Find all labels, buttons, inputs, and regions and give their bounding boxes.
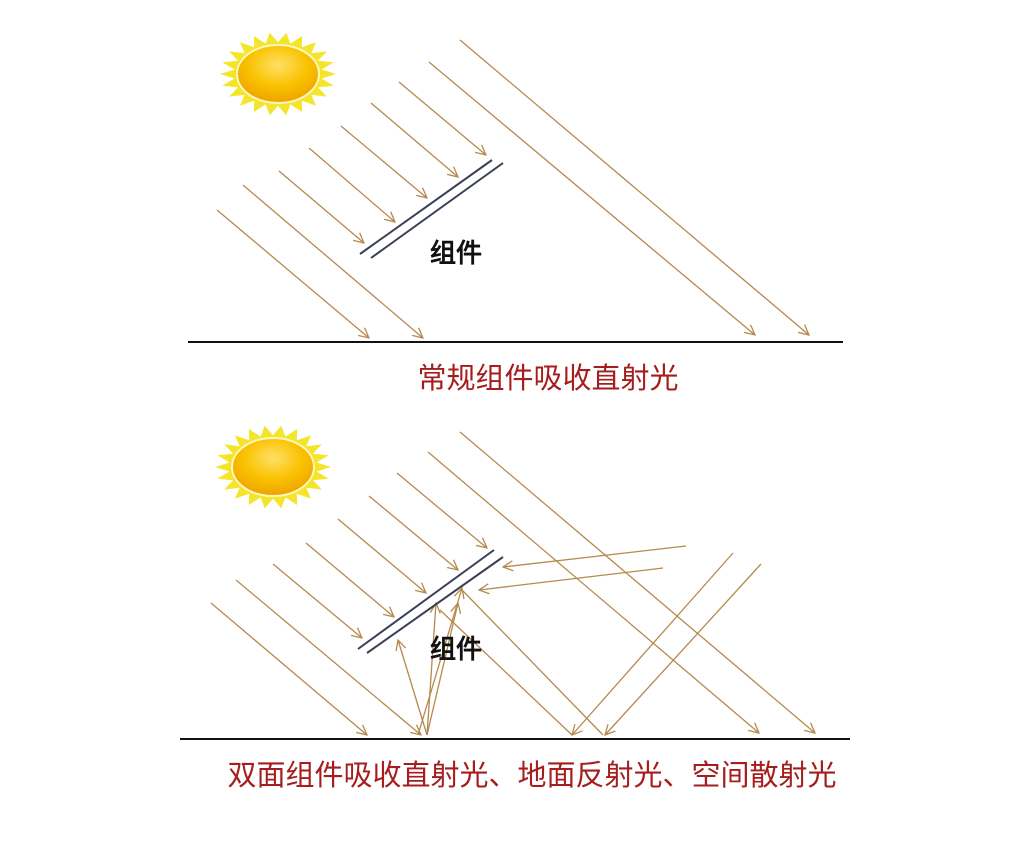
- light-ray-arrow: [426, 603, 458, 736]
- light-ray-arrow: [439, 609, 573, 736]
- sun-icon: [215, 425, 331, 509]
- light-ray-arrow: [396, 472, 487, 548]
- light-ray-arrow: [340, 125, 427, 198]
- module-back-surface: [370, 162, 504, 259]
- module-back-surface: [366, 556, 504, 654]
- light-ray-arrow: [426, 603, 436, 736]
- light-ray-arrow: [417, 588, 462, 736]
- light-ray-arrow: [572, 552, 734, 735]
- light-ray-arrow: [272, 563, 362, 638]
- light-ray-arrow: [503, 545, 687, 567]
- module-front-surface: [359, 159, 493, 255]
- light-ray-arrow: [242, 184, 423, 338]
- light-ray-arrow: [308, 147, 395, 222]
- light-ray-arrow: [427, 451, 759, 733]
- top-diagram: 组件 常规组件吸收直射光: [188, 32, 843, 395]
- light-ray-arrow: [459, 431, 815, 733]
- module-label: 组件: [430, 634, 482, 665]
- light-ray-arrow: [479, 567, 664, 590]
- caption: 双面组件吸收直射光、地面反射光、空间散射光: [227, 758, 836, 792]
- light-ray-arrow: [305, 542, 394, 617]
- sun-icon: [220, 32, 336, 116]
- light-ray-arrow: [278, 170, 364, 243]
- light-ray-arrow: [428, 61, 755, 335]
- light-ray-arrow: [337, 518, 426, 593]
- light-ray-arrow: [368, 495, 458, 570]
- sun-core: [231, 437, 315, 497]
- light-ray-arrow: [605, 563, 762, 735]
- light-ray-arrow: [370, 102, 458, 177]
- caption: 常规组件吸收直射光: [417, 361, 678, 395]
- direct-rays: [216, 39, 809, 338]
- direct-rays: [210, 431, 815, 735]
- light-ray-arrow: [461, 589, 604, 736]
- light-ray-arrow: [235, 579, 421, 735]
- light-ray-arrow: [216, 209, 369, 338]
- bottom-diagram: 组件 双面组件吸收直射光、地面反射光、空间散射光: [180, 425, 850, 792]
- sun-core: [236, 44, 320, 104]
- light-ray-arrow: [459, 39, 809, 335]
- light-ray-arrow: [210, 602, 367, 735]
- module-label: 组件: [430, 238, 482, 269]
- module-front-surface: [357, 549, 495, 650]
- reflected-and-scattered-rays: [398, 545, 762, 736]
- light-ray-arrow: [398, 81, 486, 155]
